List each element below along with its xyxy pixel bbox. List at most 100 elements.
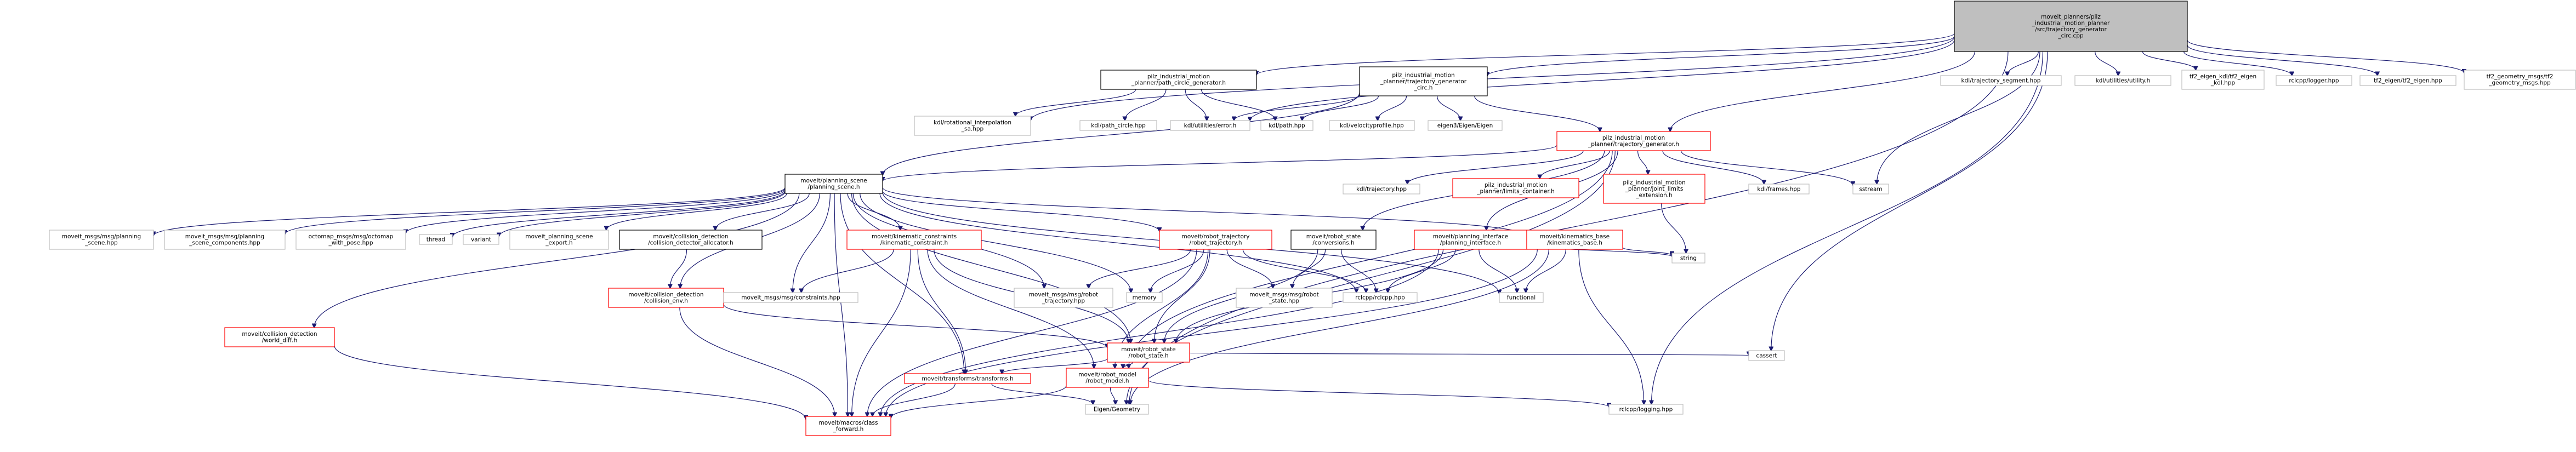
edge-root-to-tf2_eigen_kdl — [2142, 51, 2196, 70]
node-tg_h[interactable]: pilz_industrial_motion_planner/trajector… — [1556, 131, 1711, 151]
node-eigen[interactable]: eigen3/Eigen/Eigen — [1428, 120, 1503, 131]
node-label-line: _kdl.hpp — [2210, 80, 2236, 87]
node-kin_constraint[interactable]: moveit/kinematic_constraints/kinematic_c… — [846, 230, 982, 250]
node-box — [1343, 292, 1418, 303]
node-robot_traj[interactable]: moveit/robot_trajectory/robot_trajectory… — [1159, 230, 1272, 250]
edge-rs_conv-to-robot_state_msg — [1292, 249, 1326, 288]
node-kdl_rot_interp[interactable]: kdl/rotational_interpolation_sa.hpp — [914, 116, 1031, 136]
node-label-line: kdl/path_circle.hpp — [1091, 122, 1146, 129]
node-kin_base[interactable]: moveit/kinematics_base/kinematics_base.h — [1526, 230, 1623, 250]
node-kdl_velprof[interactable]: kdl/velocityprofile.hpp — [1329, 120, 1415, 131]
node-ps_export[interactable]: moveit_planning_scene_export.h — [509, 230, 609, 250]
node-constraints_msg[interactable]: moveit_msgs/msg/constraints.hpp — [723, 292, 858, 303]
node-box — [224, 327, 335, 347]
edge-tg_h-to-limits_container — [1540, 150, 1610, 179]
node-label-line: kdl/rotational_interpolation — [934, 119, 1011, 126]
node-eigen_geom[interactable]: Eigen/Geometry — [1085, 404, 1149, 415]
node-rs_conv[interactable]: moveit/robot_state/conversions.h — [1290, 230, 1377, 250]
edge-planning_scene-to-kin_constraint — [847, 193, 900, 230]
edge-planning_scene-to-ps_comp — [285, 188, 786, 234]
node-label-line: _with_pose.hpp — [328, 240, 373, 247]
node-robot_state_h[interactable]: moveit/robot_state/robot_state.h — [1107, 342, 1190, 363]
node-kdl_traj_seg[interactable]: kdl/trajectory_segment.hpp — [1940, 75, 2062, 86]
node-planning_scene[interactable]: moveit/planning_scene/planning_scene.h — [784, 174, 883, 194]
node-planning_iface[interactable]: moveit/planning_interface/planning_inter… — [1414, 230, 1527, 250]
node-ps_comp[interactable]: moveit_msgs/msg/planning_scene_component… — [164, 230, 286, 250]
node-ps_msg[interactable]: moveit_msgs/msg/planning_scene.hpp — [49, 230, 154, 250]
node-class_forward[interactable]: moveit/macros/class_forward.h — [805, 416, 891, 436]
edge-tg_circ_h-to-eigen — [1436, 95, 1460, 121]
node-label-line: moveit/collision_detection — [653, 233, 728, 240]
edge-root-to-eigen_geom — [1129, 51, 2009, 404]
node-label-line: kdl/trajectory.hpp — [1356, 186, 1407, 192]
node-robot_traj_msg[interactable]: moveit_msgs/msg/robot_trajectory.hpp — [1014, 288, 1113, 308]
edge-robot_traj-to-class_forward — [867, 249, 1197, 416]
edge-joint_limits_ext-to-string — [1661, 203, 1686, 253]
node-label-line: _industrial_motion_planner — [2032, 20, 2110, 27]
node-label-line: variant — [471, 236, 491, 243]
node-box — [1608, 404, 1684, 415]
node-label-line: moveit_msgs/msg/robot — [1249, 291, 1319, 298]
node-rclcpp_logging[interactable]: rclcpp/logging.hpp — [1608, 404, 1684, 415]
node-functional[interactable]: functional — [1499, 292, 1544, 303]
node-joint_limits_ext[interactable]: pilz_industrial_motion_planner/joint_lim… — [1603, 174, 1705, 204]
node-cd_world_diff[interactable]: moveit/collision_detection/world_diff.h — [224, 327, 335, 347]
node-thread[interactable]: thread — [419, 234, 453, 245]
edge-collision_env-to-robot_state_h — [723, 304, 1107, 348]
node-tf2_eigen[interactable]: tf2_eigen/tf2_eigen.hpp — [2359, 75, 2456, 86]
node-kdl_path[interactable]: kdl/path.hpp — [1260, 120, 1313, 131]
node-box — [1428, 120, 1503, 131]
node-memory[interactable]: memory — [1126, 292, 1163, 303]
node-tg_circ_h[interactable]: pilz_industrial_motion_planner/trajector… — [1359, 66, 1488, 96]
node-label-line: moveit/robot_state — [1306, 233, 1361, 240]
node-label-line: kdl/velocityprofile.hpp — [1340, 122, 1404, 129]
node-robot_model[interactable]: moveit/robot_model/robot_model.h — [1066, 368, 1149, 388]
node-label-line: moveit/planning_scene — [800, 178, 867, 184]
node-label-line: eigen3/Eigen/Eigen — [1437, 122, 1493, 129]
node-label-line: octomap_msgs/msg/octomap — [309, 233, 394, 240]
node-rclcpp_logger[interactable]: rclcpp/logger.hpp — [2276, 75, 2352, 86]
node-limits_container[interactable]: pilz_industrial_motion_planner/limits_co… — [1452, 178, 1579, 198]
edge-tg_h-to-planning_scene — [883, 145, 1557, 181]
node-kdl_utility[interactable]: kdl/utilities/utility.h — [2074, 75, 2171, 86]
node-label-line: _planner/trajectory_generator.h — [1588, 141, 1679, 148]
node-kdl_frames[interactable]: kdl/frames.hpp — [1748, 184, 1810, 194]
node-kdl_trajectory[interactable]: kdl/trajectory.hpp — [1343, 184, 1420, 194]
edge-planning_iface-to-functional — [1479, 249, 1517, 293]
node-string[interactable]: string — [1671, 253, 1705, 264]
edge-kin_base-to-functional — [1526, 249, 1566, 293]
node-collision_env[interactable]: moveit/collision_detection/collision_env… — [608, 288, 724, 308]
edge-planning_scene-to-variant — [499, 191, 786, 237]
node-label-line: pilz_industrial_motion — [1602, 135, 1665, 141]
node-robot_state_msg[interactable]: moveit_msgs/msg/robot_state.hpp — [1236, 288, 1333, 308]
node-sstream[interactable]: sstream — [1852, 184, 1889, 194]
node-root[interactable]: moveit_planners/pilz_industrial_motion_p… — [1954, 1, 2188, 52]
node-label-line: _planner/joint_limits — [1625, 186, 1684, 192]
node-tf2_geom_msgs[interactable]: tf2_geometry_msgs/tf2_geometry_msgs.hpp — [2464, 70, 2576, 90]
node-cassert[interactable]: cassert — [1748, 350, 1785, 361]
node-box — [1671, 253, 1705, 264]
node-transforms[interactable]: moveit/transforms/transforms.h — [904, 373, 1031, 384]
node-variant[interactable]: variant — [463, 234, 499, 245]
node-label-line: rclcpp/logger.hpp — [2289, 77, 2339, 84]
node-box — [1940, 75, 2062, 86]
node-label-line: moveit/collision_detection — [242, 331, 317, 337]
node-label-line: thread — [427, 236, 445, 243]
node-rclcpp[interactable]: rclcpp/rclcpp.hpp — [1343, 292, 1418, 303]
node-label-line: pilz_industrial_motion — [1392, 72, 1454, 78]
node-kdl_error[interactable]: kdl/utilities/error.h — [1170, 120, 1250, 131]
node-box — [1107, 342, 1190, 363]
edge-planning_scene-to-thread — [452, 190, 786, 237]
node-path_circle_gen[interactable]: pilz_industrial_motion_planner/path_circ… — [1100, 70, 1257, 90]
node-kdl_path_circle[interactable]: kdl/path_circle.hpp — [1079, 120, 1157, 131]
edge-kin_base-to-string — [1622, 247, 1672, 256]
node-box — [1329, 120, 1415, 131]
node-box — [463, 234, 499, 245]
node-label-line: /kinematic_constraint.h — [880, 240, 948, 247]
node-label-line: tf2_eigen/tf2_eigen.hpp — [2374, 77, 2442, 84]
node-tf2_eigen_kdl[interactable]: tf2_eigen_kdl/tf2_eigen_kdl.hpp — [2181, 70, 2265, 90]
node-cd_alloc[interactable]: moveit/collision_detection/collision_det… — [619, 230, 763, 250]
node-label-line: kdl/utilities/utility.h — [2096, 77, 2151, 84]
node-octomap[interactable]: octomap_msgs/msg/octomap_with_pose.hpp — [295, 230, 406, 250]
